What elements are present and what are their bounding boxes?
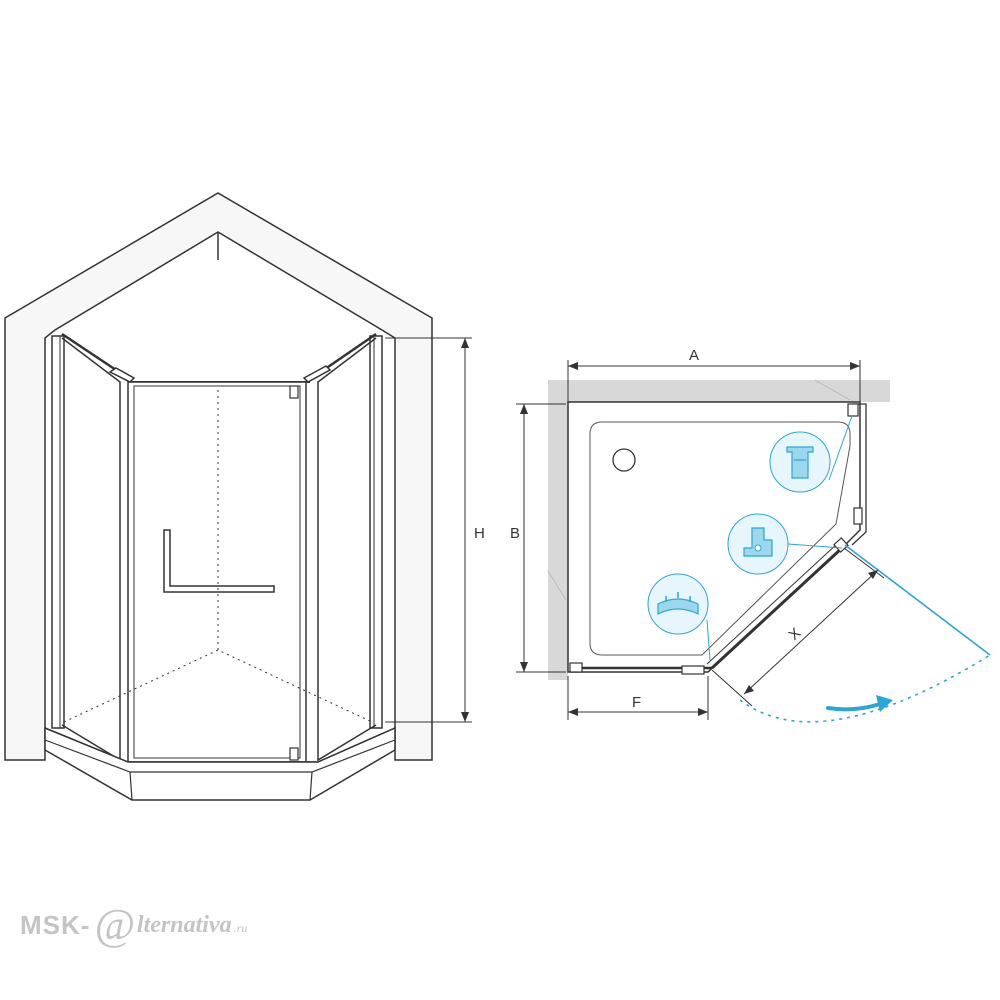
door-extension-high <box>843 547 885 579</box>
tray-edge-left <box>129 771 133 801</box>
right-profile <box>851 403 867 546</box>
shower-tray-step <box>44 739 396 773</box>
bracket-icon-screw <box>754 544 762 552</box>
door-bottom-hinge <box>681 665 705 675</box>
plan-view: A B F X <box>510 347 991 723</box>
door-dimension-line <box>743 569 879 695</box>
seal-icon-teeth <box>665 592 691 602</box>
wall-bracket-icon <box>727 513 789 575</box>
fixed-panel-dimension <box>567 676 709 720</box>
watermark-at-symbol: @ <box>94 900 135 949</box>
door-hinge-top <box>289 385 299 399</box>
right-top-bracket <box>302 365 332 383</box>
door-extension-low <box>711 669 753 707</box>
door-panel <box>127 381 307 763</box>
watermark-left: MSK- <box>20 909 91 940</box>
hidden-tray-line <box>63 649 373 723</box>
width-arrow-left <box>568 362 578 370</box>
door-handle <box>163 529 275 593</box>
bracket-leader <box>787 543 843 549</box>
swing-arrowhead <box>876 695 893 712</box>
left-top-bracket <box>108 367 136 383</box>
door-glass-inner <box>706 542 839 665</box>
left-wall-clip <box>569 662 583 673</box>
left-wall <box>548 402 568 680</box>
door-swing-arc <box>739 654 991 723</box>
right-panel-connector <box>853 507 863 525</box>
seal-leader <box>706 619 711 661</box>
watermark-right: lternativa <box>136 911 232 938</box>
swing-direction-arrow <box>826 702 882 712</box>
door-width-dimension <box>711 547 885 707</box>
wall-outline <box>4 192 433 761</box>
magnetic-seal-icon <box>647 573 709 635</box>
right-side-panel <box>317 337 377 762</box>
height-arrow-top <box>461 338 469 348</box>
tray-basin <box>589 421 851 656</box>
depth-arrow-top <box>520 404 528 414</box>
door-arrow-high <box>868 570 878 579</box>
width-label: A <box>689 347 699 364</box>
watermark-tld: .ru <box>233 920 248 935</box>
depth-arrow-bottom <box>520 662 528 672</box>
door-glass <box>710 546 844 670</box>
guide-line-2 <box>814 379 851 401</box>
fixed-arrow-left <box>568 708 578 716</box>
height-arrow-bottom <box>461 712 469 722</box>
fixed-panel-label: F <box>632 694 641 711</box>
door-arrow-low <box>744 685 754 694</box>
height-dimension <box>385 337 472 723</box>
depth-label: B <box>510 525 520 542</box>
back-wall <box>548 380 890 402</box>
front-view <box>4 192 433 801</box>
depth-dimension <box>516 403 566 673</box>
door-hinge-bottom <box>289 747 299 761</box>
right-profile-cap <box>847 403 859 417</box>
width-arrow-right <box>850 362 860 370</box>
width-dimension <box>567 360 861 402</box>
seal-icon-glyph <box>657 598 699 615</box>
site-watermark: MSK- @ lternativa .ru <box>20 900 247 950</box>
fixed-arrow-right <box>698 708 708 716</box>
tray-edge-right <box>309 771 313 801</box>
hinge-icon <box>769 431 831 493</box>
hinge-icon-glyph <box>786 446 814 479</box>
open-door-position <box>844 544 991 656</box>
bracket-icon-glyph <box>743 527 773 557</box>
height-label: H <box>474 525 485 542</box>
shower-tray <box>44 726 396 801</box>
guide-line-1 <box>547 570 567 601</box>
left-wall-profile <box>51 335 65 729</box>
right-wall-profile <box>369 335 383 729</box>
left-side-panel <box>61 337 121 762</box>
hinge-leader <box>828 415 853 481</box>
drain <box>612 448 636 472</box>
